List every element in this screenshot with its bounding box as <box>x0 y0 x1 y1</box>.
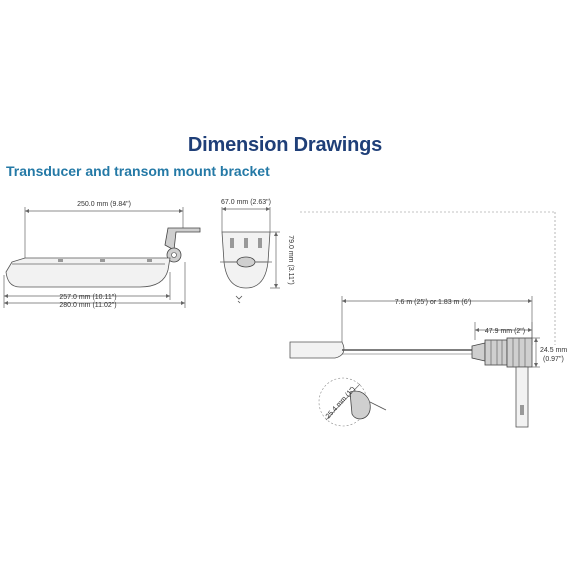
small-hardware-icon <box>235 295 243 304</box>
transducer-side-view: 250.0 mm (9.84") 257.0 mm (10.11") 280.0… <box>3 201 201 309</box>
mounting-panel <box>515 366 529 428</box>
connector-length-label: 47.9 mm (2") <box>485 328 525 335</box>
length-mid-label: 257.0 mm (10.11") <box>59 294 116 301</box>
connector-body <box>484 339 508 366</box>
transducer-body <box>5 257 171 288</box>
transducer-tail <box>289 341 345 359</box>
transducer-front-view: 67.0 mm (2.63") 79.0 mm (3.11") <box>220 199 294 304</box>
connector-diameter-in-label: (0.97") <box>543 356 564 363</box>
length-bottom-label: 280.0 mm (11.02") <box>59 302 116 309</box>
cable-connector-view: 7.6 m (25') or 1.83 m (6') 47.9 mm (2") … <box>289 211 567 428</box>
section-subtitle: Transducer and transom mount bracket <box>6 163 270 179</box>
connector-nut <box>506 337 533 368</box>
hole-plug <box>349 390 371 420</box>
page-title: Dimension Drawings <box>187 134 383 156</box>
connector-diameter-mm-label: 24.5 mm <box>540 347 567 354</box>
mount-bracket <box>164 227 201 251</box>
width-top-label: 67.0 mm (2.63") <box>221 199 271 206</box>
height-side-label: 79.0 mm (3.11") <box>287 235 294 284</box>
cable-length-label: 7.6 m (25') or 1.83 m (6') <box>395 299 472 306</box>
front-transducer-body <box>223 261 269 289</box>
length-top-label: 250.0 mm (9.84") <box>77 201 131 208</box>
